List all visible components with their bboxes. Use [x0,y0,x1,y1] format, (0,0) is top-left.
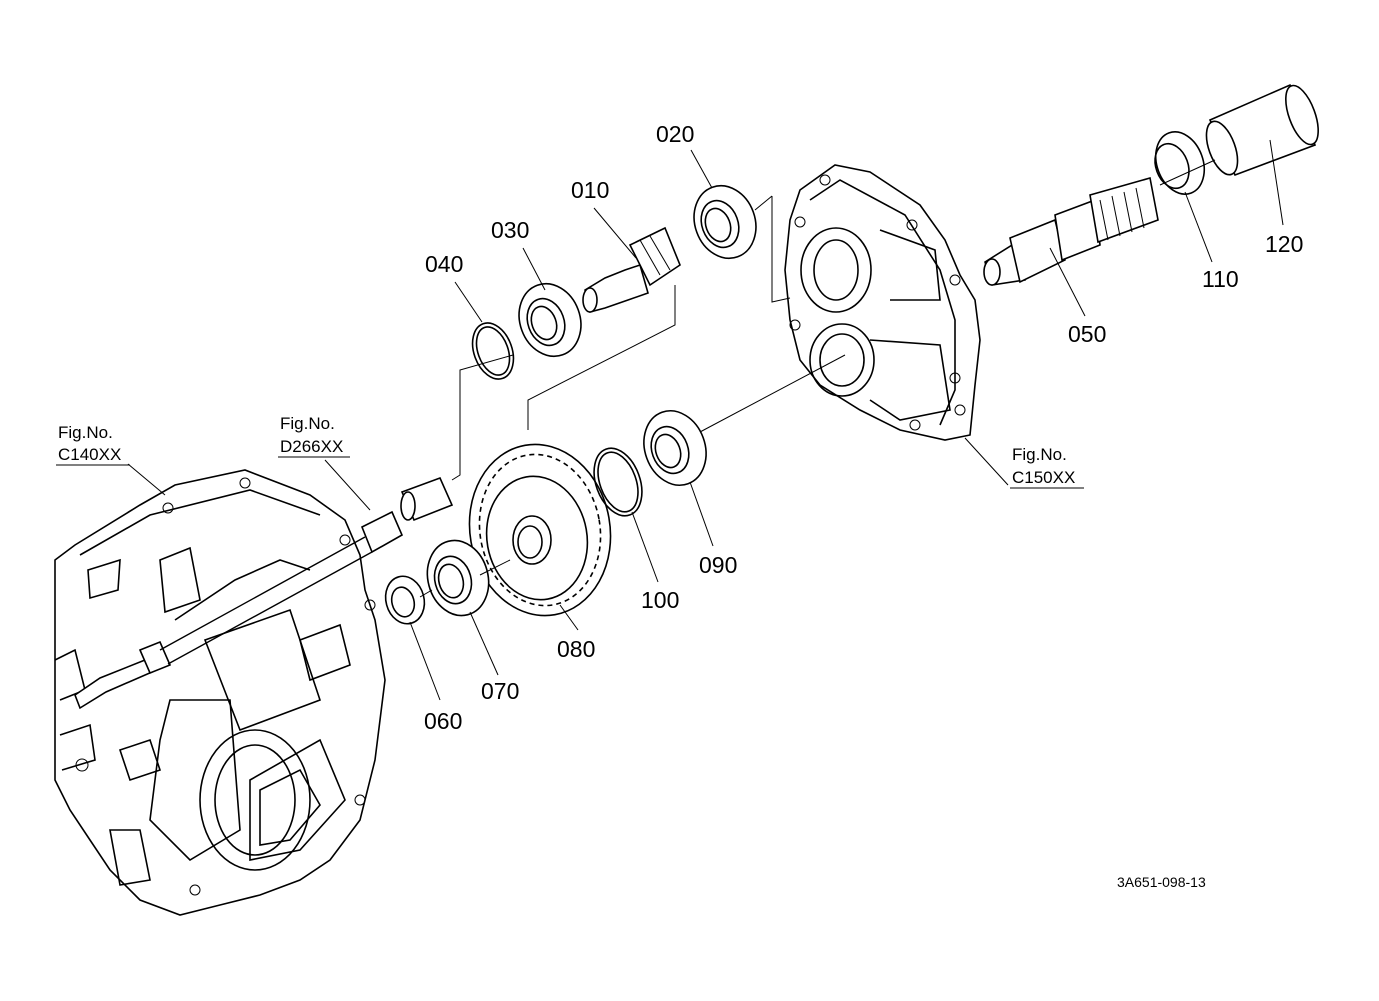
fig-ref-c140-code: C140XX [58,445,121,464]
part-label-120: 120 [1265,231,1303,257]
pinion-shaft-010 [582,226,681,313]
fig-ref-d266: Fig.No. D266XX [278,414,350,458]
collar-120 [1205,83,1319,177]
part-label-080: 080 [557,636,595,662]
bearing-020 [693,184,757,260]
part-label-020: 020 [656,121,694,147]
part-label-110: 110 [1202,266,1239,292]
bearing-090 [643,410,707,486]
snap-ring-040 [471,322,515,380]
output-shaft-050 [983,176,1159,286]
part-label-040: 040 [425,251,463,277]
left-housing-c140 [54,469,386,916]
bearing-070 [426,539,490,617]
fig-ref-c140-prefix: Fig.No. [58,423,113,442]
right-cover-c150 [784,164,981,441]
drawing-code: 3A651-098-13 [1117,874,1206,890]
input-shaft [74,510,404,710]
oil-seal-110 [1154,131,1206,195]
part-label-070: 070 [481,678,519,704]
part-label-100: 100 [641,587,679,613]
part-label-030: 030 [491,217,529,243]
gear-080 [468,443,612,617]
bearing-030 [518,282,582,358]
needle-bearing [400,476,454,522]
snap-ring-100 [593,447,643,517]
seal-060 [384,575,426,625]
leader-lines [127,139,1284,701]
part-label-060: 060 [424,708,462,734]
fig-ref-d266-code: D266XX [280,437,343,456]
assembly-lines [419,159,1216,598]
fig-ref-c150-code: C150XX [1012,468,1075,487]
fig-ref-c140: Fig.No. C140XX [56,423,130,466]
fig-ref-c150-prefix: Fig.No. [1012,445,1067,464]
part-label-010: 010 [571,177,609,203]
fig-ref-c150: Fig.No. C150XX [1010,445,1084,489]
fig-ref-d266-prefix: Fig.No. [280,414,335,433]
part-label-090: 090 [699,552,737,578]
part-label-050: 050 [1068,321,1106,347]
